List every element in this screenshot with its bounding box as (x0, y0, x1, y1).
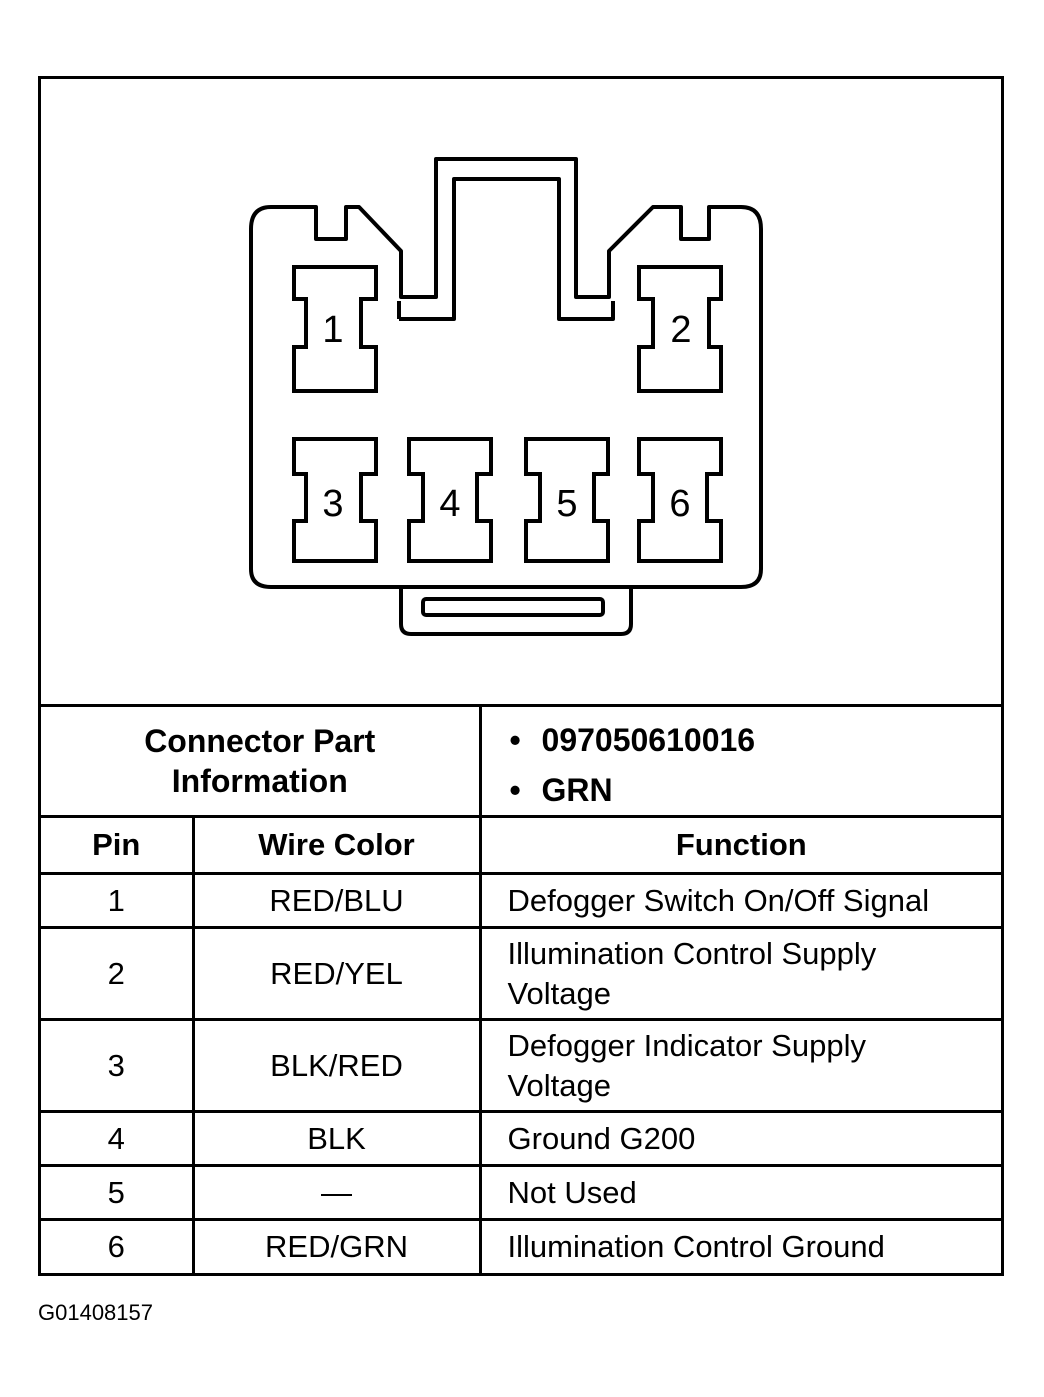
table-row: 5 — Not Used (41, 1164, 1002, 1221)
table-row: 4 BLK Ground G200 (41, 1110, 1002, 1167)
pin-function-line1: Not Used (507, 1174, 637, 1210)
pin-function-line2: Voltage (507, 1067, 611, 1103)
part-info-label: Connector Part Information (41, 704, 482, 818)
header-pin: Pin (41, 815, 195, 875)
table-row: 2 RED/YEL Illumination Control Supply Vo… (41, 926, 1002, 1021)
pin-function-line1: Defogger Switch On/Off Signal (507, 882, 930, 918)
pin-function: Not Used (478, 1164, 1002, 1221)
pin-number: 1 (41, 872, 195, 929)
pin-function-line1: Illumination Control Supply (507, 935, 877, 971)
pin-number: 5 (41, 1164, 195, 1221)
wire-color: RED/YEL (191, 926, 482, 1021)
pin-label-1: 1 (322, 309, 343, 351)
part-info-label-line1: Connector Part (144, 723, 376, 759)
connector-info-table: Connector Part Information • 097050610016… (41, 704, 1002, 1274)
part-info-list: • 097050610016 • GRN (482, 715, 1002, 815)
connector-color: GRN (541, 772, 613, 808)
wire-color: — (191, 1164, 482, 1221)
pin-cavity-4 (407, 437, 493, 563)
pin-function-line2: Voltage (507, 975, 611, 1011)
connector-color-item: • GRN (510, 765, 1002, 815)
header-function: Function (478, 815, 1002, 875)
pin-function: Defogger Switch On/Off Signal (478, 872, 1002, 929)
column-header-row: Pin Wire Color Function (41, 815, 1002, 875)
wire-color: BLK/RED (191, 1018, 482, 1113)
pin-function: Ground G200 (478, 1110, 1002, 1167)
pin-function: Illumination Control Supply Voltage (478, 926, 1002, 1021)
pin-cavity-5 (524, 437, 610, 563)
table-row: 3 BLK/RED Defogger Indicator Supply Volt… (41, 1018, 1002, 1113)
pin-number: 2 (41, 926, 195, 1021)
part-number-item: • 097050610016 (510, 715, 1002, 765)
part-info-row: Connector Part Information • 097050610016… (41, 704, 1002, 818)
header-wire-color: Wire Color (191, 815, 482, 875)
pin-label-2: 2 (670, 309, 691, 351)
wire-color: RED/GRN (191, 1218, 482, 1274)
connector-housing (249, 157, 763, 589)
part-info-values: • 097050610016 • GRN (478, 704, 1002, 818)
pin-label-4: 4 (439, 483, 460, 525)
connector-drawing: 1 2 3 4 5 6 (249, 157, 763, 636)
pin-cavity-3 (292, 437, 378, 563)
connector-key-inner (399, 177, 615, 321)
pin-cavity-6 (637, 437, 723, 563)
pin-number: 4 (41, 1110, 195, 1167)
table-row: 1 RED/BLU Defogger Switch On/Off Signal (41, 872, 1002, 929)
pin-function: Illumination Control Ground (478, 1218, 1002, 1274)
bullet-icon: • (509, 772, 521, 808)
pin-number: 3 (41, 1018, 195, 1113)
pin-label-3: 3 (322, 483, 343, 525)
pin-function-line1: Defogger Indicator Supply (507, 1027, 866, 1063)
bullet-icon: • (509, 722, 521, 758)
pin-label-6: 6 (669, 483, 690, 525)
table-row: 6 RED/GRN Illumination Control Ground (41, 1218, 1002, 1274)
connector-latch-slot (421, 597, 605, 617)
part-info-label-line2: Information (171, 763, 348, 799)
figure-id: G01408157 (38, 1300, 153, 1325)
part-number: 097050610016 (541, 722, 756, 758)
pin-cavity-2 (637, 265, 723, 393)
pin-function-line1: Ground G200 (507, 1120, 696, 1156)
pin-label-5: 5 (556, 483, 577, 525)
wire-color: BLK (191, 1110, 482, 1167)
pin-function-line1: Illumination Control Ground (507, 1229, 885, 1265)
connector-face-view: 1 2 3 4 5 6 (41, 79, 1001, 704)
pin-cavity-1 (292, 265, 378, 393)
wire-color: RED/BLU (191, 872, 482, 929)
diagram-frame: 1 2 3 4 5 6 Connector Part Information •… (38, 76, 1004, 1276)
pin-function: Defogger Indicator Supply Voltage (478, 1018, 1002, 1113)
pin-number: 6 (41, 1218, 195, 1274)
connector-latch (399, 587, 633, 636)
